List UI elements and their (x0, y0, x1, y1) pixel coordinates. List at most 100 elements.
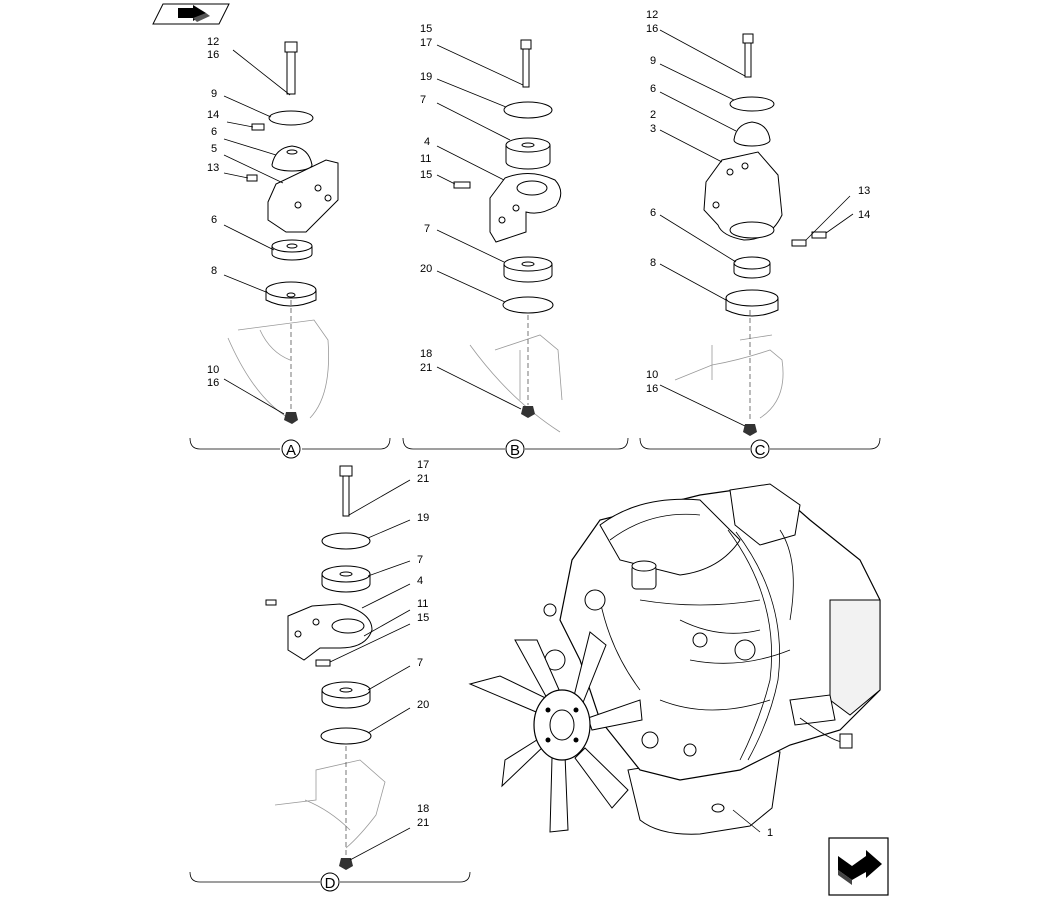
callout-label: 12 (646, 9, 658, 21)
cup (265, 281, 317, 307)
washer (268, 110, 314, 126)
callout-label: 13 (207, 162, 219, 174)
bolt (284, 41, 298, 95)
rubber-mount-upper (321, 565, 371, 593)
callout-label: 6 (650, 207, 656, 219)
callout-label: 8 (211, 265, 217, 277)
callout-label: 15 (417, 612, 429, 624)
chassis-outline (227, 319, 329, 421)
group-d-label: D (325, 875, 336, 892)
bolt (339, 465, 353, 517)
small-bolt (315, 659, 331, 667)
nut (743, 424, 757, 436)
rubber-mount-upper (271, 145, 313, 172)
bolt (520, 39, 532, 88)
callout-label: 16 (646, 23, 658, 35)
callout-label: 6 (211, 126, 217, 138)
nut (339, 858, 353, 870)
chassis-outline (469, 334, 563, 433)
callout-label: 19 (420, 71, 432, 83)
nut (521, 406, 535, 418)
small-bolt (811, 231, 827, 239)
callout-label: 2 (650, 109, 656, 121)
group-d-badge (320, 872, 340, 892)
callout-label: 15 (420, 169, 432, 181)
callout-label: 13 (858, 185, 870, 197)
callout-label: 17 (420, 37, 432, 49)
callout-label: 16 (646, 383, 658, 395)
callout-label: 7 (420, 94, 426, 106)
prev-page-button[interactable] (152, 3, 230, 25)
group-c-assembly: C 12 16 9 6 2 3 13 14 6 8 10 16 (639, 9, 881, 459)
callout-label: 20 (420, 263, 432, 275)
nut (284, 412, 298, 424)
callout-label: 1 (767, 827, 773, 839)
washer (503, 101, 553, 119)
group-a-badge (281, 439, 301, 459)
next-page-button[interactable] (828, 837, 889, 896)
group-d-assembly: D 17 21 19 7 4 11 15 7 20 18 21 (189, 459, 471, 892)
rubber-mount-upper (505, 137, 551, 170)
callout-label: 7 (424, 223, 430, 235)
callout-label: 20 (417, 699, 429, 711)
chassis-outline (274, 759, 386, 849)
callout-label: 9 (650, 55, 656, 67)
washer (321, 532, 371, 550)
callout-label: 4 (417, 575, 423, 587)
bolt (742, 33, 754, 78)
callout-label: 16 (207, 49, 219, 61)
washer (320, 727, 372, 745)
forward-arrow-icon (838, 850, 882, 885)
callout-label: 6 (211, 214, 217, 226)
callout-label: 9 (211, 88, 217, 100)
callout-label: 12 (207, 36, 219, 48)
callout-label: 10 (207, 364, 219, 376)
group-b-label: B (510, 442, 520, 459)
callout-label: 5 (211, 143, 217, 155)
callout-label: 18 (420, 348, 432, 360)
group-c-label: C (755, 442, 766, 459)
bracket (267, 159, 339, 233)
callout-label: 7 (417, 657, 423, 669)
small-bolt (453, 181, 471, 189)
callout-label: 11 (420, 153, 431, 165)
back-arrow-icon (178, 5, 210, 22)
callout-label: 15 (420, 23, 432, 35)
callout-label: 7 (417, 554, 423, 566)
group-a-assembly: A 12 16 9 14 6 5 13 6 8 10 16 (189, 36, 391, 459)
rubber-mount-lower (733, 256, 771, 279)
washer (502, 296, 554, 314)
group-a-label: A (286, 442, 296, 459)
washer (729, 96, 775, 112)
callout-label: 6 (650, 83, 656, 95)
chassis-outline (674, 334, 784, 419)
small-bolt (791, 239, 807, 247)
small-bolt (265, 599, 277, 606)
rubber-mount-lower (271, 239, 313, 261)
group-b-assembly: B 15 17 19 7 4 11 15 7 20 18 21 (402, 23, 629, 459)
callout-label: 3 (650, 123, 656, 135)
cooling-fan (468, 631, 643, 833)
callout-label: 21 (417, 817, 429, 829)
group-b-badge (505, 439, 525, 459)
callout-label: 19 (417, 512, 429, 524)
callout-label: 8 (650, 257, 656, 269)
callout-label: 14 (207, 109, 219, 121)
callout-label: 16 (207, 377, 219, 389)
callout-label: 17 (417, 459, 429, 471)
callout-label: 10 (646, 369, 658, 381)
bracket (287, 603, 373, 661)
callout-label: 11 (417, 598, 428, 610)
callout-label: 21 (417, 473, 429, 485)
rubber-mount-lower (503, 256, 553, 283)
rubber-mount-lower (321, 681, 371, 709)
callout-label: 14 (858, 209, 870, 221)
bracket (703, 151, 783, 241)
callout-label: 18 (417, 803, 429, 815)
cup (725, 289, 779, 317)
group-c-badge (750, 439, 770, 459)
callout-label: 21 (420, 362, 432, 374)
engine-illustration: 1 (468, 483, 881, 839)
rubber-mount-upper (733, 121, 771, 147)
